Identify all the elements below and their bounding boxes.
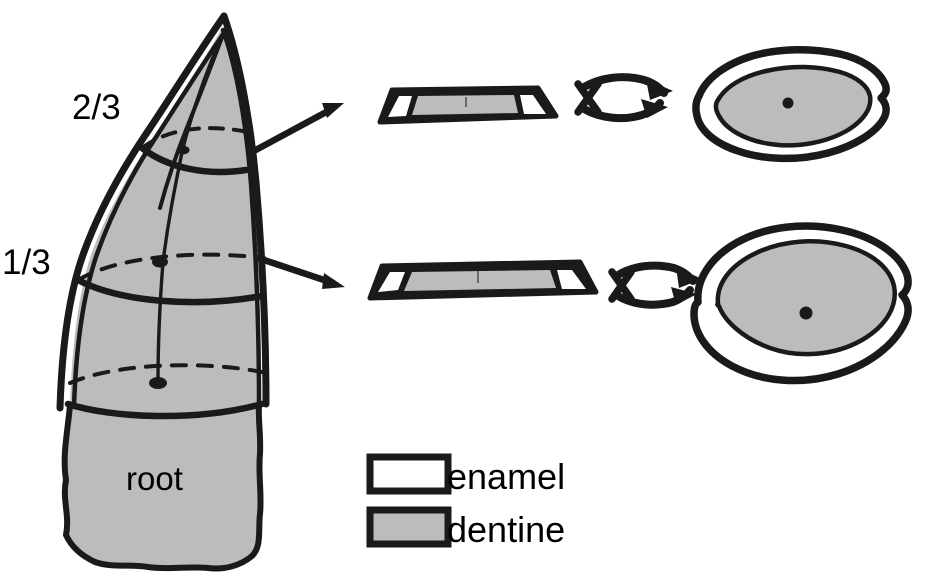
slab-lower-enamel-left bbox=[378, 272, 405, 292]
cross-section-upper-dentine bbox=[713, 64, 873, 148]
cross-section-lower bbox=[690, 222, 912, 385]
slab-lower-dentine bbox=[404, 270, 556, 291]
legend-label-dentine: dentine bbox=[447, 509, 566, 550]
tooth-pulp-axis-line bbox=[156, 34, 224, 384]
legend-swatch-enamel bbox=[366, 453, 452, 495]
slab-upper-enamel-left bbox=[388, 96, 412, 117]
section-level-label-one-third: 1/3 bbox=[2, 243, 51, 282]
rotation-arrowhead-upper-a bbox=[646, 79, 673, 100]
slab-lower bbox=[367, 259, 599, 301]
section-band-cervical-front bbox=[64, 400, 266, 420]
legend-label-enamel: enamel bbox=[447, 456, 566, 497]
legend bbox=[366, 453, 452, 548]
tooth-enamel-inner-right bbox=[220, 27, 262, 405]
section-band-upper-front bbox=[138, 144, 250, 176]
slab-upper-enamel-right bbox=[520, 95, 546, 114]
legend-swatch-dentine bbox=[366, 506, 452, 548]
tooth-crown-outer-outline bbox=[56, 12, 228, 412]
slab-upper bbox=[377, 85, 559, 125]
section-level-label-two-thirds: 2/3 bbox=[72, 88, 121, 127]
rotation-symbol-lower bbox=[608, 261, 702, 309]
connector-arrow-upper bbox=[248, 103, 344, 156]
rotation-cross-lower-b bbox=[608, 268, 635, 303]
cross-section-lower-pulp-dot bbox=[799, 306, 813, 320]
cross-section-lower-dentine bbox=[715, 239, 897, 357]
tooth-crown-dentine bbox=[70, 28, 259, 415]
tooth-diagram bbox=[56, 12, 270, 572]
root-label: root bbox=[126, 460, 183, 497]
tooth-enamel-inner-left bbox=[71, 27, 229, 410]
rotation-arrowhead-lower-a bbox=[676, 267, 702, 288]
cross-section-upper-pulp-dot bbox=[782, 97, 794, 109]
pulp-dot-cervical bbox=[149, 377, 167, 389]
rotation-symbol-upper bbox=[574, 73, 673, 123]
connector-arrow-lower bbox=[254, 254, 345, 289]
rotation-arrowhead-upper-b bbox=[641, 99, 668, 118]
tooth-crown-right-outline bbox=[220, 12, 270, 408]
connector-arrows bbox=[248, 103, 345, 289]
rotation-arrowhead-lower-b bbox=[671, 287, 697, 305]
section-band-upper-back-dashed bbox=[140, 126, 250, 150]
cross-section-upper bbox=[692, 46, 890, 163]
slab-lower-enamel-right bbox=[557, 270, 586, 289]
pulp-dot-lower bbox=[152, 256, 168, 268]
pulp-dot-upper bbox=[176, 145, 190, 155]
rotation-cross-stroke-b bbox=[574, 80, 602, 116]
